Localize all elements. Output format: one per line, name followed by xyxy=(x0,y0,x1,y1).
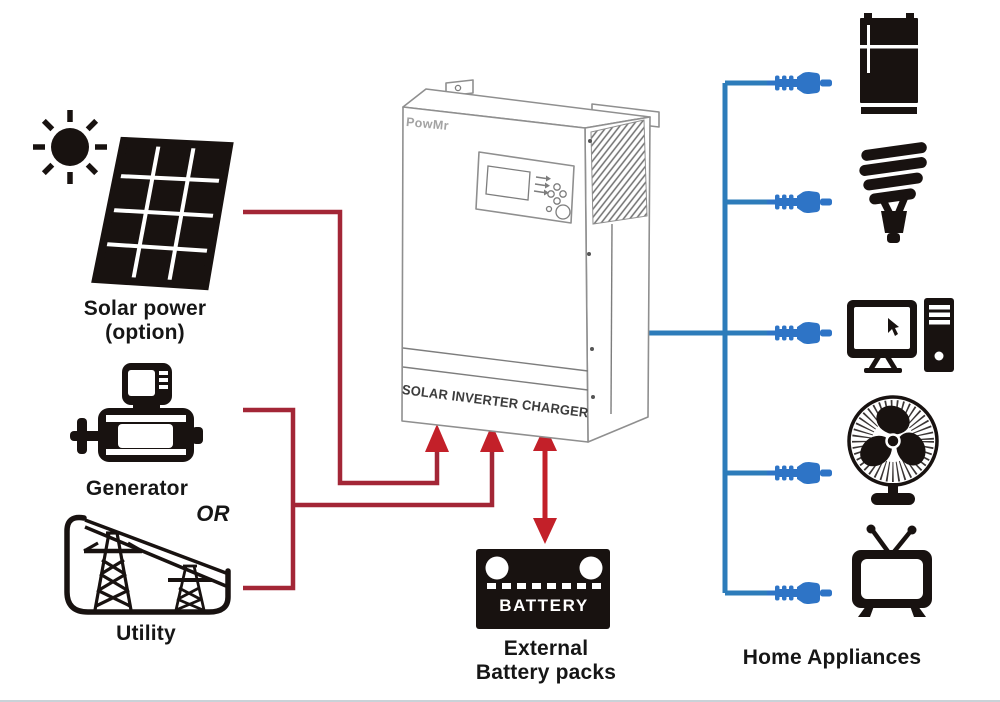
power-plug-icon xyxy=(767,462,832,484)
button-down xyxy=(553,197,561,205)
computer-icon xyxy=(847,298,954,373)
inverter-unit xyxy=(401,79,660,443)
power-plug-icon xyxy=(767,322,832,344)
solar-panel-icon xyxy=(91,136,234,291)
button-left xyxy=(547,190,555,198)
refrigerator-icon xyxy=(860,13,918,114)
lcd-panel xyxy=(475,151,575,224)
battery-badge: BATTERY xyxy=(499,596,589,615)
battery-icon xyxy=(476,549,610,629)
external-battery-label: External Battery packs xyxy=(476,637,616,685)
tv-icon xyxy=(852,524,932,617)
button-enter xyxy=(555,204,571,220)
fan-icon xyxy=(847,395,939,505)
button-right xyxy=(559,190,567,198)
solar-arrow-icon xyxy=(425,424,449,452)
power-plug-icon xyxy=(767,72,832,94)
solar-power-label: Solar power (option) xyxy=(84,297,206,345)
cfl-bulb-icon xyxy=(859,142,927,243)
power-plug-icon xyxy=(767,191,832,213)
utility-towers-icon xyxy=(64,514,231,615)
sun-icon xyxy=(33,110,107,184)
battery-arrow-icon xyxy=(533,425,557,544)
generator-label: Generator xyxy=(85,477,189,500)
external-battery-line1: External xyxy=(503,637,589,660)
cursor-icon xyxy=(888,318,899,336)
external-battery-line2: Battery packs xyxy=(475,661,617,684)
utility-label: Utility xyxy=(116,622,176,645)
solar-power-line2: (option) xyxy=(105,321,185,344)
button-esc xyxy=(545,205,553,213)
ac-arrow-icon xyxy=(480,424,504,452)
generator-icon xyxy=(70,363,203,462)
solar-input-line xyxy=(243,209,440,486)
lcd-screen xyxy=(485,165,531,201)
power-plug-icon xyxy=(767,582,832,604)
heatsink-fins xyxy=(590,119,648,225)
generator-utility-line xyxy=(243,407,296,591)
input-lines xyxy=(243,209,504,591)
button-up xyxy=(553,183,561,191)
output-lines xyxy=(622,80,778,596)
or-label: OR xyxy=(196,501,230,526)
home-appliances-label: Home Appliances xyxy=(742,646,922,669)
ac-input-line xyxy=(293,448,495,508)
solar-power-line1: Solar power xyxy=(83,297,207,320)
